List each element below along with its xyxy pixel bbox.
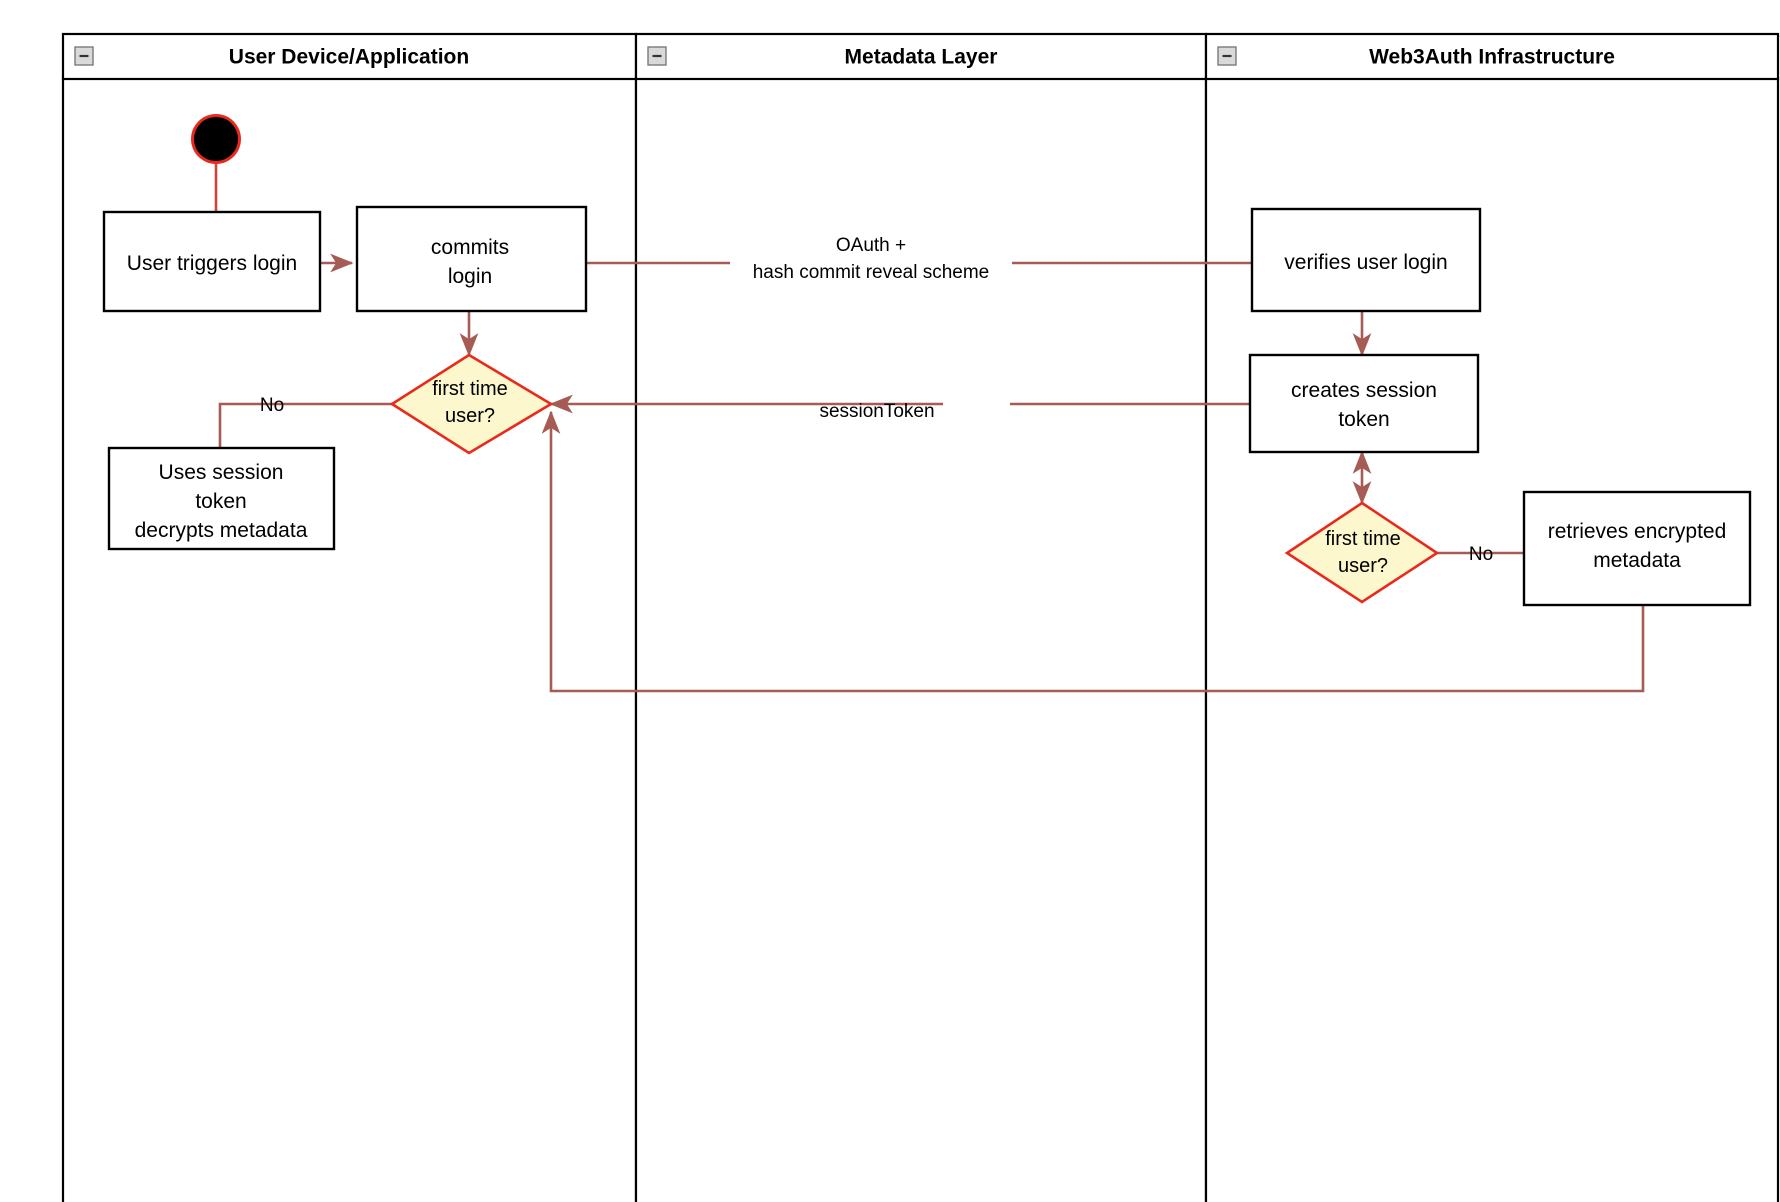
action-label-retrieves-line1: retrieves encrypted (1548, 520, 1727, 543)
action-label-creates-session-line1: creates session (1291, 379, 1437, 402)
minus-icon[interactable] (647, 46, 667, 66)
action-label-uses-session-line2: token (195, 490, 246, 513)
action-label-creates-session-line2: token (1338, 408, 1389, 431)
action-node-creates-session-token[interactable]: creates session token (1248, 353, 1480, 454)
lane-metadata-layer[interactable]: Metadata Layer (634, 32, 1208, 1202)
action-label-commits-login-line1: commits (431, 236, 509, 259)
decision-label-left-line1: first time (432, 378, 508, 400)
edge-label-oauth-line1: OAuth + (836, 235, 906, 256)
decision-node-first-time-user-right[interactable]: first time user? (1284, 501, 1440, 604)
decision-node-first-time-user-left[interactable]: first time user? (389, 353, 554, 455)
decision-label-right-line2: user? (1338, 555, 1388, 577)
lane-title-metadata-layer: Metadata Layer (845, 46, 998, 69)
action-label-verifies-user-login: verifies user login (1284, 251, 1447, 274)
lane-body-metadata-layer (634, 76, 1208, 1202)
lane-web3auth-infrastructure[interactable]: Web3Auth Infrastructure (1204, 32, 1780, 1202)
decision-label-left-line2: user? (445, 405, 495, 427)
lane-title-web3auth: Web3Auth Infrastructure (1369, 46, 1615, 69)
action-node-verifies-user-login[interactable]: verifies user login (1250, 207, 1482, 313)
edge-label-no-left: No (260, 395, 284, 416)
edge-label-oauth-line2: hash commit reveal scheme (753, 262, 990, 283)
action-label-uses-session-line3: decrypts metadata (135, 519, 308, 542)
lane-header-user-device (61, 32, 638, 81)
action-label-retrieves-line2: metadata (1593, 549, 1681, 572)
initial-node-start[interactable] (191, 114, 241, 164)
edge-label-session-token: sessionToken (819, 401, 934, 422)
action-label-user-triggers-login: User triggers login (127, 252, 297, 275)
action-node-retrieves-encrypted-metadata[interactable]: retrieves encrypted metadata (1522, 490, 1752, 607)
action-label-uses-session-line1: Uses session (159, 461, 284, 484)
minus-icon[interactable] (74, 46, 94, 66)
edge-retrieves-to-decision-left (541, 410, 1645, 693)
edge-label-no-right: No (1469, 544, 1493, 565)
action-node-user-triggers-login[interactable]: User triggers login (102, 210, 322, 313)
minus-icon[interactable] (1217, 46, 1237, 66)
decision-label-right-line1: first time (1325, 528, 1401, 550)
lane-title-user-device: User Device/Application (229, 46, 469, 69)
action-node-commits-login[interactable]: commits login (355, 205, 588, 313)
edge-decision-left-to-uses-session (218, 402, 392, 448)
action-node-uses-session-token[interactable]: Uses session token decrypts metadata (107, 446, 336, 551)
lane-header-web3auth (1204, 32, 1780, 81)
action-label-commits-login-line2: login (448, 265, 492, 288)
